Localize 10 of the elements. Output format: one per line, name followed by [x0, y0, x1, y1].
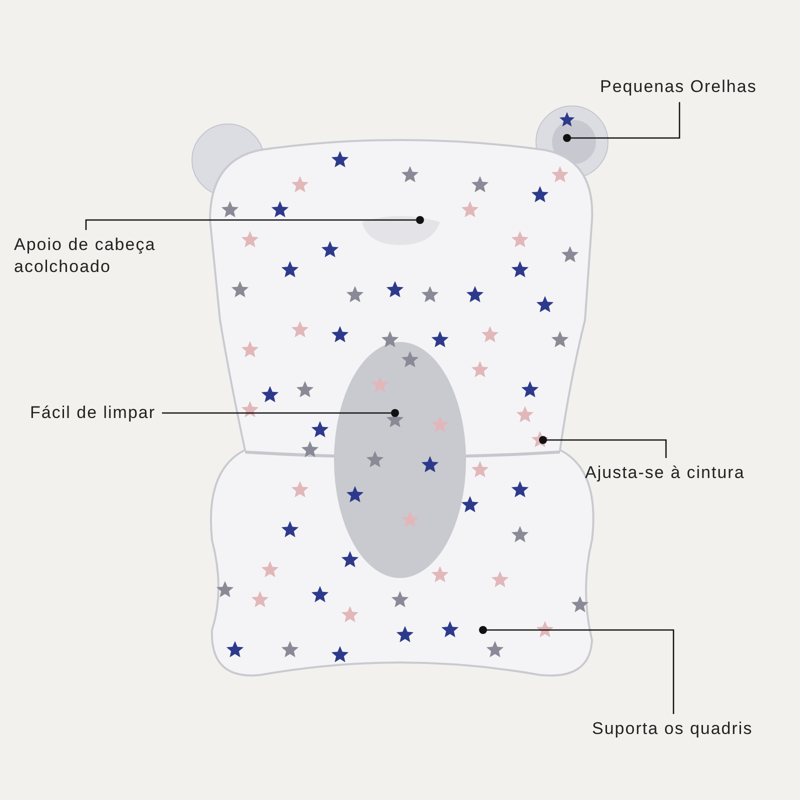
callout-label: Apoio de cabeça acolchoado	[14, 234, 158, 278]
leader-line	[539, 436, 667, 458]
callout-label: Fácil de limpar	[30, 402, 158, 424]
leader-line	[162, 409, 399, 417]
leader-line	[563, 102, 680, 142]
callout-label: Ajusta-se à cintura	[585, 462, 747, 484]
callout-label: Suporta os quadris	[592, 718, 755, 740]
callout-label: Pequenas Orelhas	[600, 76, 759, 98]
leader-line	[479, 626, 674, 714]
leader-line	[85, 216, 424, 230]
